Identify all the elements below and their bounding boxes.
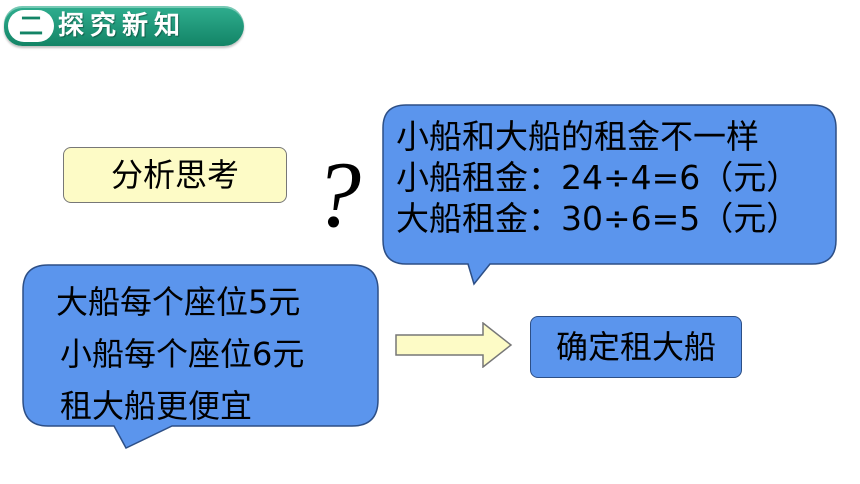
section-number: 二 — [8, 10, 54, 42]
bubble-left-line-3: 租大船更便宜 — [60, 387, 253, 425]
bubble-left-shape — [22, 264, 379, 449]
bubble-top-text: 小船和大船的租金不一样 小船租金：24÷4=6（元） 大船租金：30÷6=5（元… — [396, 116, 799, 239]
bubble-left-text: 大船每个座位5元 小船每个座位6元 租大船更便宜 — [56, 276, 304, 432]
analysis-label: 分析思考 — [63, 147, 287, 203]
bubble-top-shape — [382, 104, 837, 286]
conclusion-box: 确定租大船 — [530, 316, 742, 378]
section-title: 探究新知 — [58, 11, 187, 41]
section-header: 二 探究新知 — [4, 6, 244, 46]
bubble-top-line-2: 小船租金：24÷4=6（元） — [396, 158, 800, 197]
right-arrow-icon — [395, 322, 513, 368]
question-mark: ? — [314, 143, 361, 247]
bubble-left-line-1: 大船每个座位5元 — [56, 283, 301, 321]
bubble-left-line-2: 小船每个座位6元 — [60, 335, 305, 373]
bubble-top-line-1: 小船和大船的租金不一样 — [396, 117, 759, 156]
bubble-top-line-3: 大船租金：30÷6=5（元） — [396, 199, 800, 238]
